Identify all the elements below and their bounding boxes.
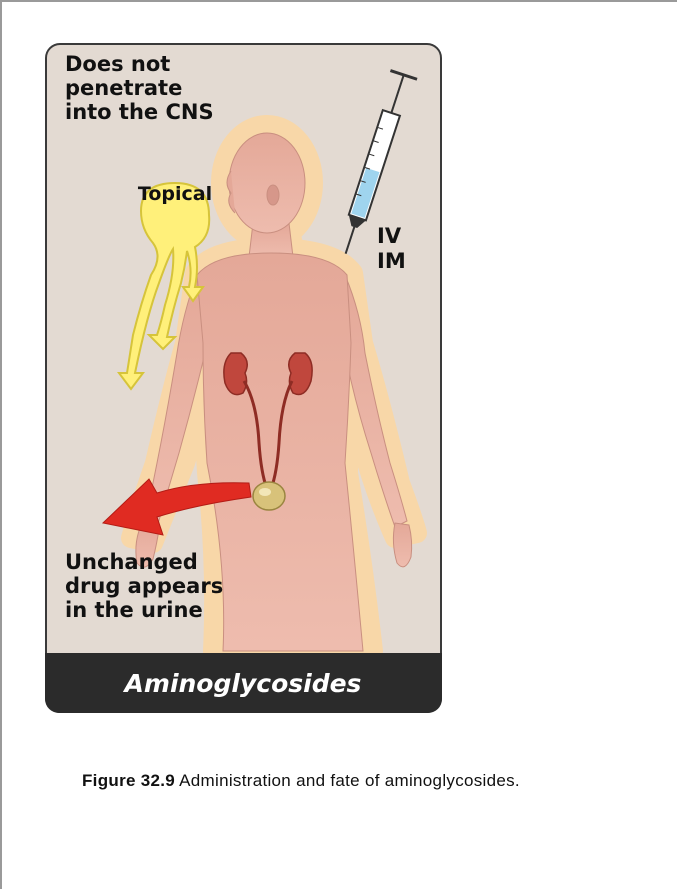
cns-label-line-2: penetrate: [65, 76, 182, 100]
ear: [267, 185, 279, 205]
route-label-im: IM: [377, 249, 406, 273]
head: [229, 133, 305, 233]
figure-number: Figure 32.9: [82, 771, 175, 790]
cns-label-line-3: into the CNS: [65, 100, 214, 124]
caption-text: Administration and fate of aminoglycosid…: [179, 771, 520, 790]
urine-label-line-1: Unchanged: [65, 550, 198, 574]
figure-illustration: Does not penetrate into the CNS Topical …: [45, 43, 442, 713]
right-hand: [393, 523, 411, 567]
topical-label: Topical: [138, 183, 212, 205]
aminoglycosides-figure: Does not penetrate into the CNS Topical …: [45, 43, 442, 713]
urine-label-line-2: drug appears: [65, 574, 223, 598]
route-label-iv: IV: [377, 224, 402, 248]
banner-title: Aminoglycosides: [123, 669, 362, 698]
left-kidney: [224, 353, 247, 395]
right-kidney: [289, 353, 312, 395]
urine-label-line-3: in the urine: [65, 598, 203, 622]
route-labels: IV IM: [377, 224, 408, 273]
cns-label-line-1: Does not: [65, 52, 170, 76]
figure-caption: Figure 32.9 Administration and fate of a…: [82, 771, 662, 791]
bladder: [253, 482, 285, 510]
